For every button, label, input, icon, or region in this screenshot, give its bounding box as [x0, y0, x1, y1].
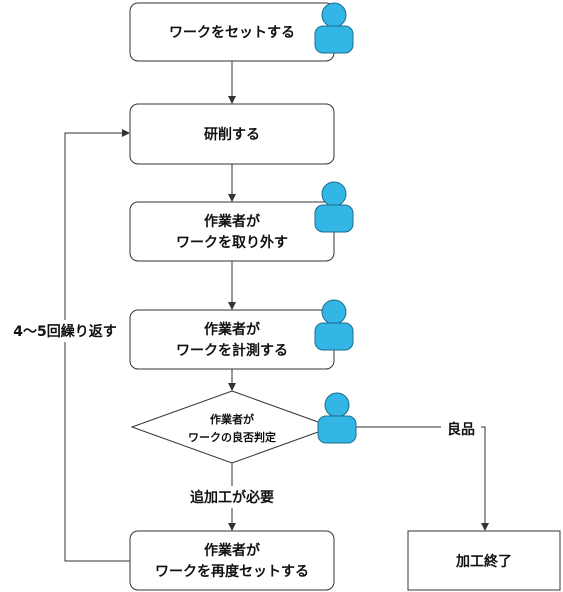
- node-measure: 作業者が ワークを計測する: [129, 309, 335, 370]
- node-finish-label: 加工終了: [455, 553, 512, 570]
- edge-loop-back: [64, 129, 130, 562]
- person-icon: [314, 181, 354, 233]
- person-icon: [317, 392, 357, 444]
- node-judge-line2: ワークの良否判定: [188, 430, 276, 444]
- edge-label-good: 良品: [447, 421, 475, 438]
- node-set-work: ワークをセットする: [129, 2, 335, 62]
- edge-judge-to-finish: [332, 426, 489, 531]
- edge-label-loop: 4～5回繰り返す: [13, 323, 116, 340]
- node-judge-line1: 作業者が: [210, 412, 254, 426]
- node-remove-line2: ワークを取り外す: [176, 234, 288, 251]
- node-measure-line2: ワークを計測する: [176, 342, 288, 359]
- node-reset-line1: 作業者が: [204, 542, 261, 559]
- node-remove-line1: 作業者が: [204, 213, 261, 230]
- node-finish: 加工終了: [407, 530, 561, 591]
- edge-label-rework: 追加工が必要: [190, 489, 274, 506]
- node-judge: 作業者が ワークの良否判定: [130, 390, 334, 464]
- node-reset-line2: ワークを再度セットする: [155, 563, 309, 580]
- node-grind: 研削する: [129, 103, 335, 165]
- node-set-work-label: ワークをセットする: [169, 25, 295, 41]
- node-remove: 作業者が ワークを取り外す: [129, 201, 335, 262]
- person-icon: [314, 299, 354, 351]
- node-grind-label: 研削する: [204, 126, 260, 143]
- node-measure-line1: 作業者が: [204, 321, 261, 338]
- node-reset: 作業者が ワークを再度セットする: [129, 530, 335, 591]
